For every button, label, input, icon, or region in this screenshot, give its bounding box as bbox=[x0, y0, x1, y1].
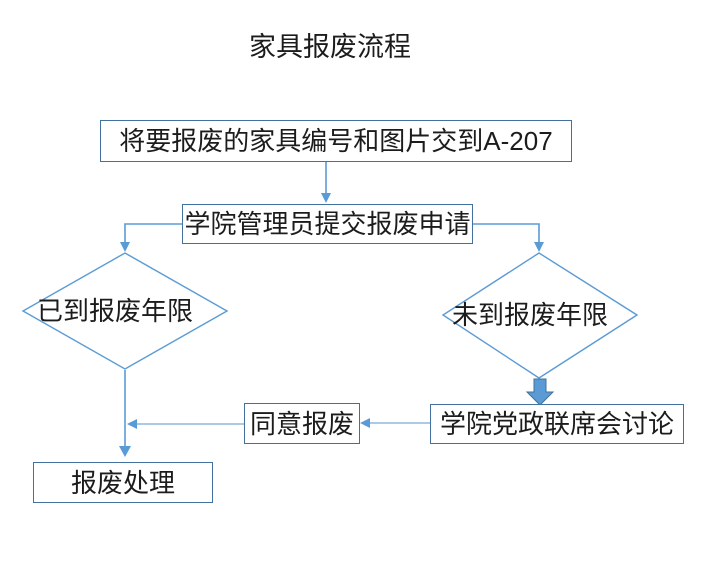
decision-diamond-expired bbox=[21, 252, 229, 370]
arrow-discussion-to-agree bbox=[360, 418, 430, 428]
decision-not-expired-label: 未到报废年限 bbox=[452, 300, 609, 330]
decision-expired-label: 已到报废年限 bbox=[37, 296, 194, 326]
process-box-dispose-label: 报废处理 bbox=[70, 467, 175, 498]
connector-apply-to-expired bbox=[120, 223, 182, 252]
process-box-submit-label: 将要报废的家具编号和图片交到A-207 bbox=[119, 126, 553, 156]
process-box-dispose: 报废处理 bbox=[33, 462, 213, 503]
decision-diamond-not-expired bbox=[441, 252, 639, 379]
arrow-agree-to-dispose-line bbox=[127, 419, 244, 429]
block-arrow-not-expired-to-discussion bbox=[525, 378, 555, 406]
process-box-agree-label: 同意报废 bbox=[249, 408, 354, 439]
process-box-discussion: 学院党政联席会讨论 bbox=[430, 404, 684, 444]
process-box-discussion-label: 学院党政联席会讨论 bbox=[439, 409, 674, 439]
arrow-submit-to-apply bbox=[321, 162, 331, 203]
arrow-expired-to-dispose bbox=[119, 370, 131, 457]
process-box-agree: 同意报废 bbox=[244, 403, 360, 444]
process-box-apply-label: 学院管理员提交报废申请 bbox=[184, 209, 471, 239]
process-box-submit: 将要报废的家具编号和图片交到A-207 bbox=[100, 120, 572, 162]
connector-apply-to-not-expired bbox=[473, 223, 544, 252]
flow-title: 家具报废流程 bbox=[249, 32, 411, 62]
process-box-apply: 学院管理员提交报废申请 bbox=[182, 204, 473, 244]
